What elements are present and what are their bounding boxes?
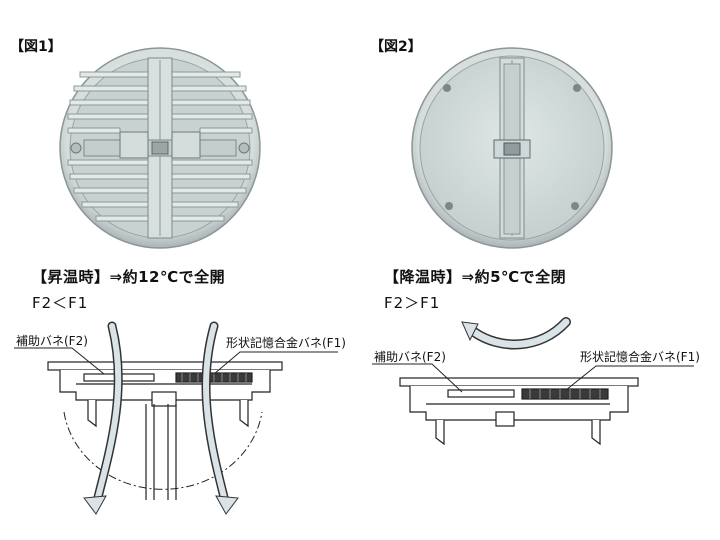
damper-open-photo xyxy=(59,47,261,249)
airflow-arrows xyxy=(83,321,239,515)
open-louvers xyxy=(67,71,253,222)
damper-closed-photo xyxy=(411,47,613,249)
section-closed xyxy=(399,377,639,446)
section-open xyxy=(47,361,283,500)
figure-1-assist-spring-label: 補助バネ(F2) xyxy=(16,334,88,348)
figure-2-assist-spring-label: 補助バネ(F2) xyxy=(374,350,446,364)
figure-1-sma-spring-label: 形状記憶合金バネ(F1) xyxy=(226,336,346,350)
figure-1-caption: 【昇温時】⇒約12℃で全開 xyxy=(32,268,226,286)
figure-1-formula: F2＜F1 xyxy=(32,294,89,312)
figure-2-caption: 【降温時】⇒約5℃で全閉 xyxy=(384,268,567,286)
figure-1-label: 【図1】 xyxy=(10,39,62,55)
leader-lines-fig2 xyxy=(372,363,694,393)
figure-2-formula: F2＞F1 xyxy=(384,294,441,312)
figure-2-label: 【図2】 xyxy=(370,39,422,55)
leader-lines-fig1 xyxy=(14,347,338,375)
figure-2-sma-spring-label: 形状記憶合金バネ(F1) xyxy=(580,350,700,364)
rotation-arrow xyxy=(461,317,571,350)
